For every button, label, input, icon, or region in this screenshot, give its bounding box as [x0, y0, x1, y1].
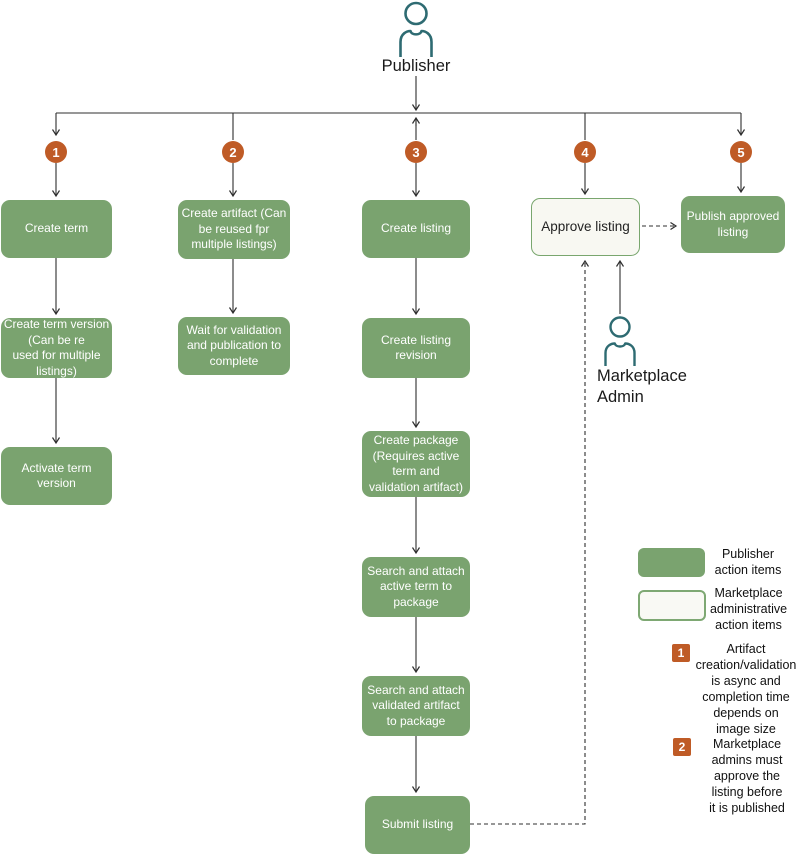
flow-box-create-artifact: Create artifact (Can be reused fpr multi… — [178, 200, 290, 259]
step-marker-2: 2 — [222, 141, 244, 163]
publisher-icon — [399, 1, 433, 57]
flow-box-create-listing-revision: Create listing revision — [362, 318, 470, 378]
flow-box-activate-term-version: Activate term version — [1, 447, 112, 505]
step-marker-5: 5 — [730, 141, 752, 163]
flow-box-submit-listing: Submit listing — [365, 796, 470, 854]
legend-note-2-text: Marketplace admins must approve the list… — [709, 737, 785, 815]
flow-box-publish-listing: Publish approved listing — [681, 196, 785, 253]
legend-note-1-text: Artifact creation/validation is async an… — [695, 642, 797, 736]
marketplace-admin-icon — [604, 316, 636, 366]
flow-box-create-term: Create term — [1, 200, 112, 258]
flow-box-create-term-version: Create term version (Can be re used for … — [1, 317, 112, 378]
step-marker-4: 4 — [574, 141, 596, 163]
marketplace-admin-label: Marketplace Admin — [597, 367, 687, 406]
flow-box-attach-term: Search and attach active term to package — [362, 557, 470, 617]
legend-label-publisher: Publisher action items — [714, 547, 782, 577]
flow-box-create-package: Create package (Requires active term and… — [362, 431, 470, 497]
legend-note-2-marker: 2 — [673, 738, 691, 756]
step-marker-3: 3 — [405, 141, 427, 163]
flow-box-attach-artifact: Search and attach validated artifact to … — [362, 676, 470, 736]
flow-box-create-listing: Create listing — [362, 200, 470, 258]
flow-box-wait-validation: Wait for validation and publication to c… — [178, 317, 290, 375]
legend-swatch-admin — [638, 590, 706, 621]
flow-box-approve-listing: Approve listing — [531, 198, 640, 256]
step-marker-1: 1 — [45, 141, 67, 163]
publisher-label: Publisher — [381, 57, 451, 75]
legend-note-1-marker: 1 — [672, 644, 690, 662]
legend-label-admin: Marketplace administrative action items — [709, 586, 788, 632]
legend-swatch-publisher — [638, 548, 705, 577]
